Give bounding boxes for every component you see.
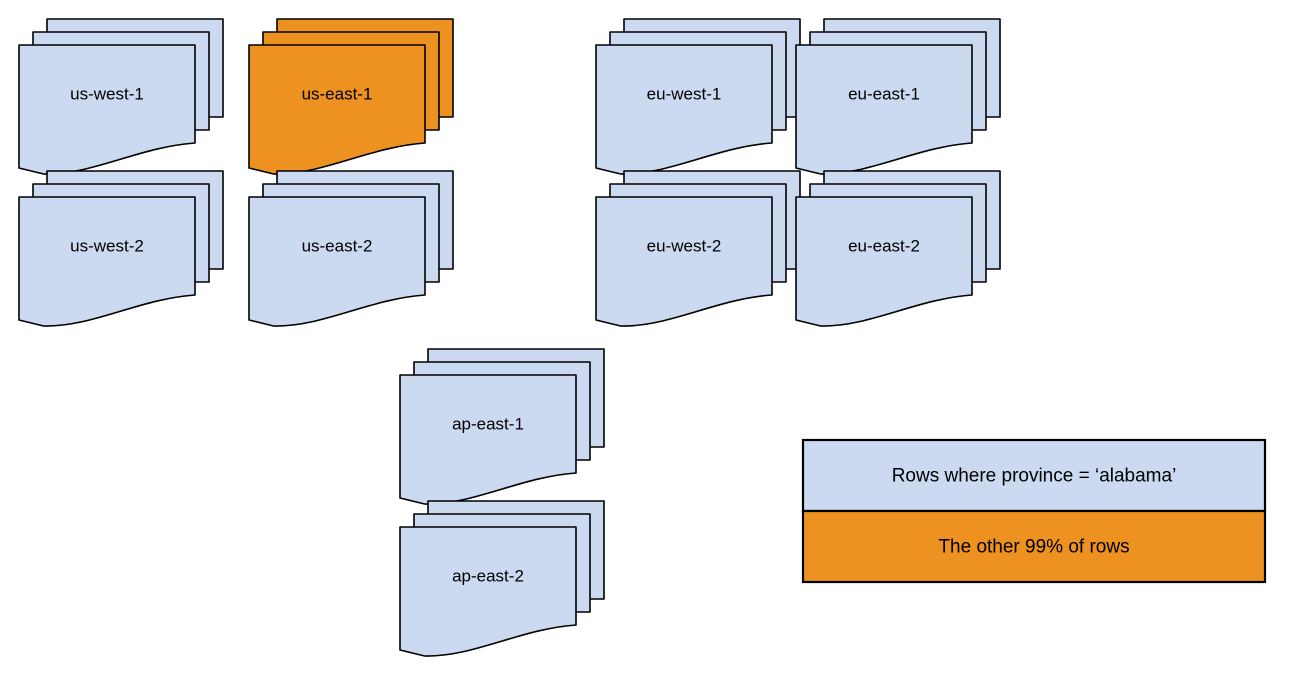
document-sheet-front (248, 44, 426, 175)
legend-swatch-other-rows (801, 509, 1267, 584)
document-stack-label: eu-east-2 (848, 236, 920, 255)
document-stack-us-west-1[interactable]: us-west-1 (18, 18, 224, 175)
legend-swatch-rows-alabama (801, 438, 1267, 513)
legend-label-rows-alabama: Rows where province = ‘alabama’ (892, 466, 1177, 487)
document-sheet-front (399, 526, 577, 657)
document-stack-label: eu-east-1 (848, 84, 920, 103)
document-stack-eu-east-1[interactable]: eu-east-1 (795, 18, 1001, 175)
document-stack-label: ap-east-2 (452, 566, 524, 585)
document-stack-label: us-east-1 (302, 84, 373, 103)
document-stack-label: ap-east-1 (452, 414, 524, 433)
document-stack-us-east-1[interactable]: us-east-1 (248, 18, 454, 175)
document-stack-label: eu-west-1 (647, 84, 722, 103)
document-sheet-front (595, 44, 773, 175)
document-stack-label: eu-west-2 (647, 236, 722, 255)
document-stack-eu-west-1[interactable]: eu-west-1 (595, 18, 801, 175)
document-sheet-front (595, 196, 773, 327)
document-stack-eu-east-2[interactable]: eu-east-2 (795, 170, 1001, 327)
document-sheet-front (248, 196, 426, 327)
document-sheet-front (18, 44, 196, 175)
document-sheet-front (399, 374, 577, 505)
document-sheet-front (795, 44, 973, 175)
document-stack-us-east-2[interactable]: us-east-2 (248, 170, 454, 327)
document-stacks-group: us-west-1 us-east-1 eu-west-1 eu-east-1 us-w… (18, 18, 1001, 657)
legend-group: Rows where province = ‘alabama’ The other… (801, 438, 1267, 584)
document-stack-label: us-west-1 (70, 84, 144, 103)
document-stack-eu-west-2[interactable]: eu-west-2 (595, 170, 801, 327)
legend-label-other-rows: The other 99% of rows (938, 537, 1129, 558)
document-sheet-front (18, 196, 196, 327)
document-stack-us-west-2[interactable]: us-west-2 (18, 170, 224, 327)
document-stack-label: us-east-2 (302, 236, 373, 255)
document-sheet-front (795, 196, 973, 327)
document-stack-ap-east-2[interactable]: ap-east-2 (399, 500, 605, 657)
document-stack-label: us-west-2 (70, 236, 144, 255)
document-stack-ap-east-1[interactable]: ap-east-1 (399, 348, 605, 505)
